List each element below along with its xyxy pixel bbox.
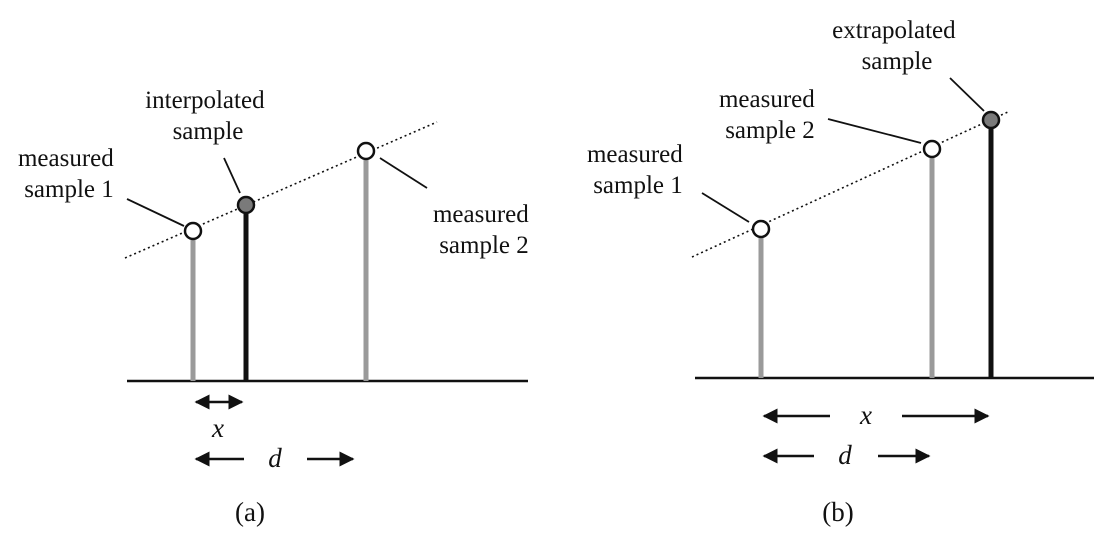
leader-measured-2-a: [379, 157, 428, 189]
dim-x-b: x: [859, 400, 872, 430]
label-measured-1-a: measured sample 1: [18, 145, 120, 203]
caption-a: (a): [235, 497, 265, 527]
label-measured-1-b: measured sample 1: [587, 141, 689, 199]
label-measured-2-b: measured sample 2: [719, 86, 821, 144]
label-extrapolated-b: extrapolated sample: [832, 17, 962, 75]
label-interpolated-a: interpolated sample: [145, 87, 271, 145]
caption-b: (b): [822, 497, 853, 527]
leader-measured-2-b: [827, 118, 922, 144]
extrapolated-sample-marker-b: [981, 110, 1001, 130]
trend-line-a: [124, 121, 438, 259]
dim-x-a: x: [211, 413, 224, 443]
trend-line-b: [691, 110, 1011, 258]
measured-sample-2-marker-b: [922, 139, 942, 159]
measured-sample-1-marker-b: [751, 219, 771, 239]
panel-a: measured sample 1 interpolated sample me…: [18, 87, 535, 527]
interpolated-sample-marker-a: [236, 195, 256, 215]
measured-sample-1-marker-a: [183, 221, 203, 241]
label-measured-2-a: measured sample 2: [433, 201, 535, 259]
leader-measured-1-a: [126, 198, 185, 227]
dim-d-b: d: [838, 440, 852, 470]
dim-d-a: d: [268, 443, 282, 473]
leader-measured-1-b: [701, 192, 750, 223]
leader-extrapolated-b: [949, 77, 985, 112]
panel-b: extrapolated sample measured sample 2 me…: [587, 17, 1094, 527]
leader-interpolated-a: [223, 157, 241, 194]
measured-sample-2-marker-a: [356, 141, 376, 161]
